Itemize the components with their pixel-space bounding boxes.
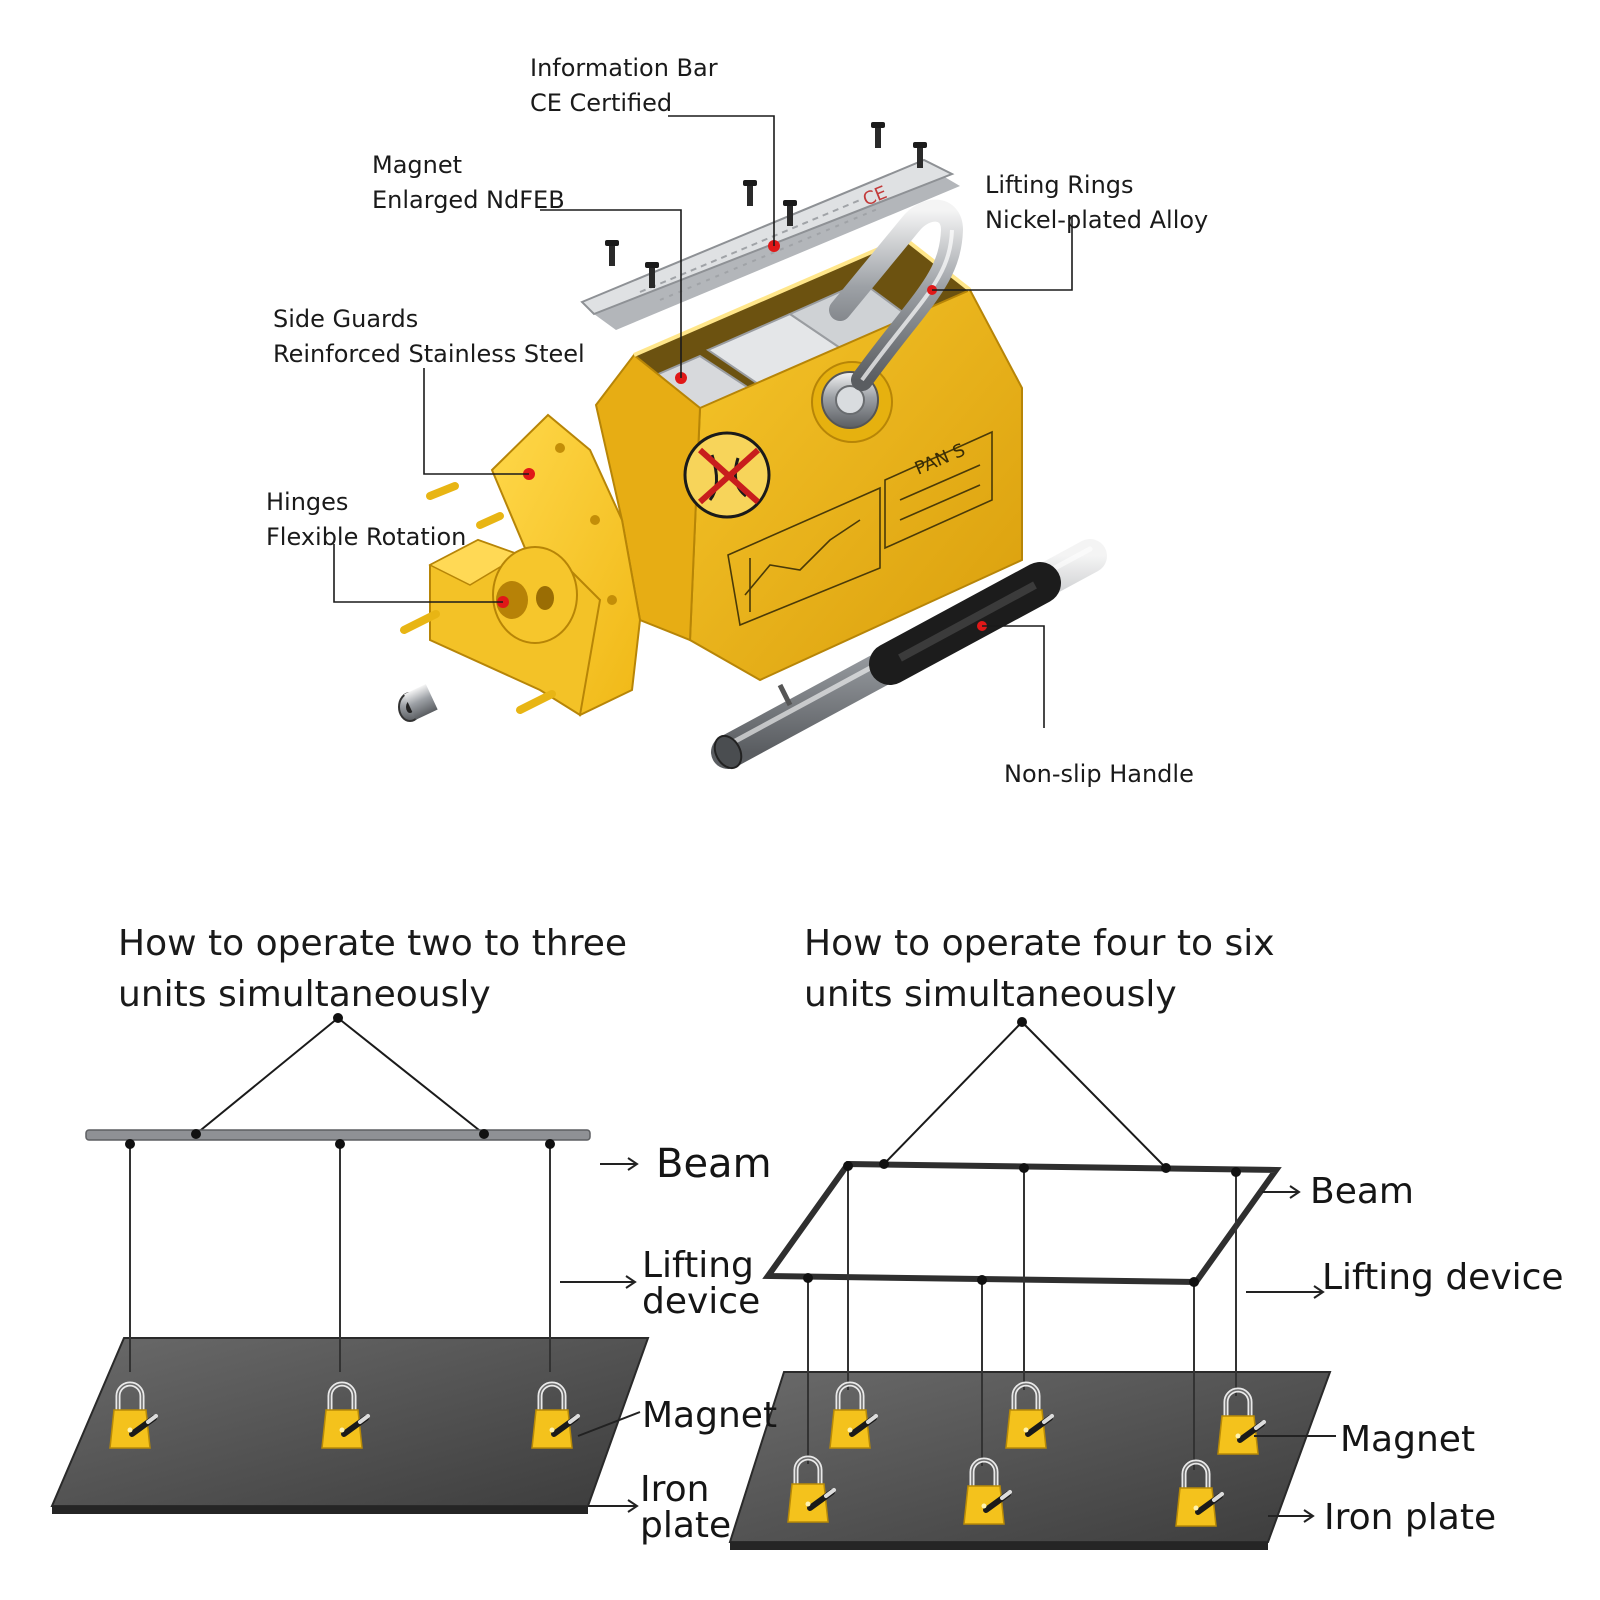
hinge-block	[428, 538, 602, 717]
right-diagram-heading: How to operate four to six units simulta…	[804, 918, 1275, 1020]
left-operation-diagram	[50, 1013, 650, 1514]
right-label-magnet: Magnet	[1340, 1419, 1476, 1460]
callout-detail: Enlarged NdFEB	[372, 186, 565, 214]
left-label-beam: Beam	[656, 1141, 772, 1187]
callout-title: Side Guards	[273, 305, 419, 333]
label-line: device	[642, 1281, 761, 1322]
label-line: Iron	[640, 1469, 710, 1510]
left-label-iron-plate: Iron plate	[640, 1472, 731, 1544]
right-label-lifting-device: Lifting device	[1322, 1257, 1564, 1298]
callout-information-bar: Information Bar CE Certified	[530, 51, 718, 121]
left-beam	[85, 1129, 591, 1141]
heading-line: units simultaneously	[804, 974, 1177, 1015]
callout-side-guards: Side Guards Reinforced Stainless Steel	[273, 302, 585, 372]
exploded-view: PAN S CE	[333, 115, 1107, 770]
callout-title: Non-slip Handle	[1004, 760, 1194, 788]
left-label-arrows	[560, 1157, 641, 1513]
callout-detail: Reinforced Stainless Steel	[273, 340, 585, 368]
right-beam-frame	[762, 1160, 1282, 1286]
heading-line: How to operate two to three	[118, 923, 628, 964]
left-label-lifting-device: Lifting device	[642, 1248, 760, 1320]
left-label-magnet: Magnet	[642, 1395, 778, 1436]
right-lifting-lines	[807, 1166, 1237, 1470]
heading-line: How to operate four to six	[804, 923, 1275, 964]
non-slip-handle	[711, 539, 1107, 770]
right-label-arrows	[1246, 1185, 1336, 1523]
callout-hinges: Hinges Flexible Rotation	[266, 485, 466, 555]
right-label-iron-plate: Iron plate	[1324, 1497, 1497, 1538]
callout-title: Hinges	[266, 488, 349, 516]
right-operation-diagram	[728, 1017, 1336, 1550]
callout-title: Information Bar	[530, 54, 718, 82]
callout-magnet: Magnet Enlarged NdFEB	[372, 148, 565, 218]
spec-sticker	[727, 430, 993, 627]
left-diagram-heading: How to operate two to three units simult…	[118, 918, 627, 1020]
left-lifting-lines	[129, 1144, 551, 1372]
callout-detail: CE Certified	[530, 89, 673, 117]
hinge-pins	[398, 482, 556, 722]
label-line: Lifting	[642, 1245, 754, 1286]
callout-detail: Flexible Rotation	[266, 523, 467, 551]
callout-title: Lifting Rings	[985, 171, 1134, 199]
right-label-beam: Beam	[1310, 1171, 1414, 1212]
callout-lifting-rings: Lifting Rings Nickel-plated Alloy	[985, 168, 1208, 238]
callout-leader-lines	[333, 115, 1073, 728]
warning-sticker	[683, 431, 771, 519]
label-line: plate	[640, 1505, 732, 1546]
callout-non-slip-handle: Non-slip Handle	[1004, 757, 1194, 792]
callout-title: Magnet	[372, 151, 463, 179]
heading-line: units simultaneously	[118, 974, 491, 1015]
callout-detail: Nickel-plated Alloy	[985, 206, 1209, 234]
